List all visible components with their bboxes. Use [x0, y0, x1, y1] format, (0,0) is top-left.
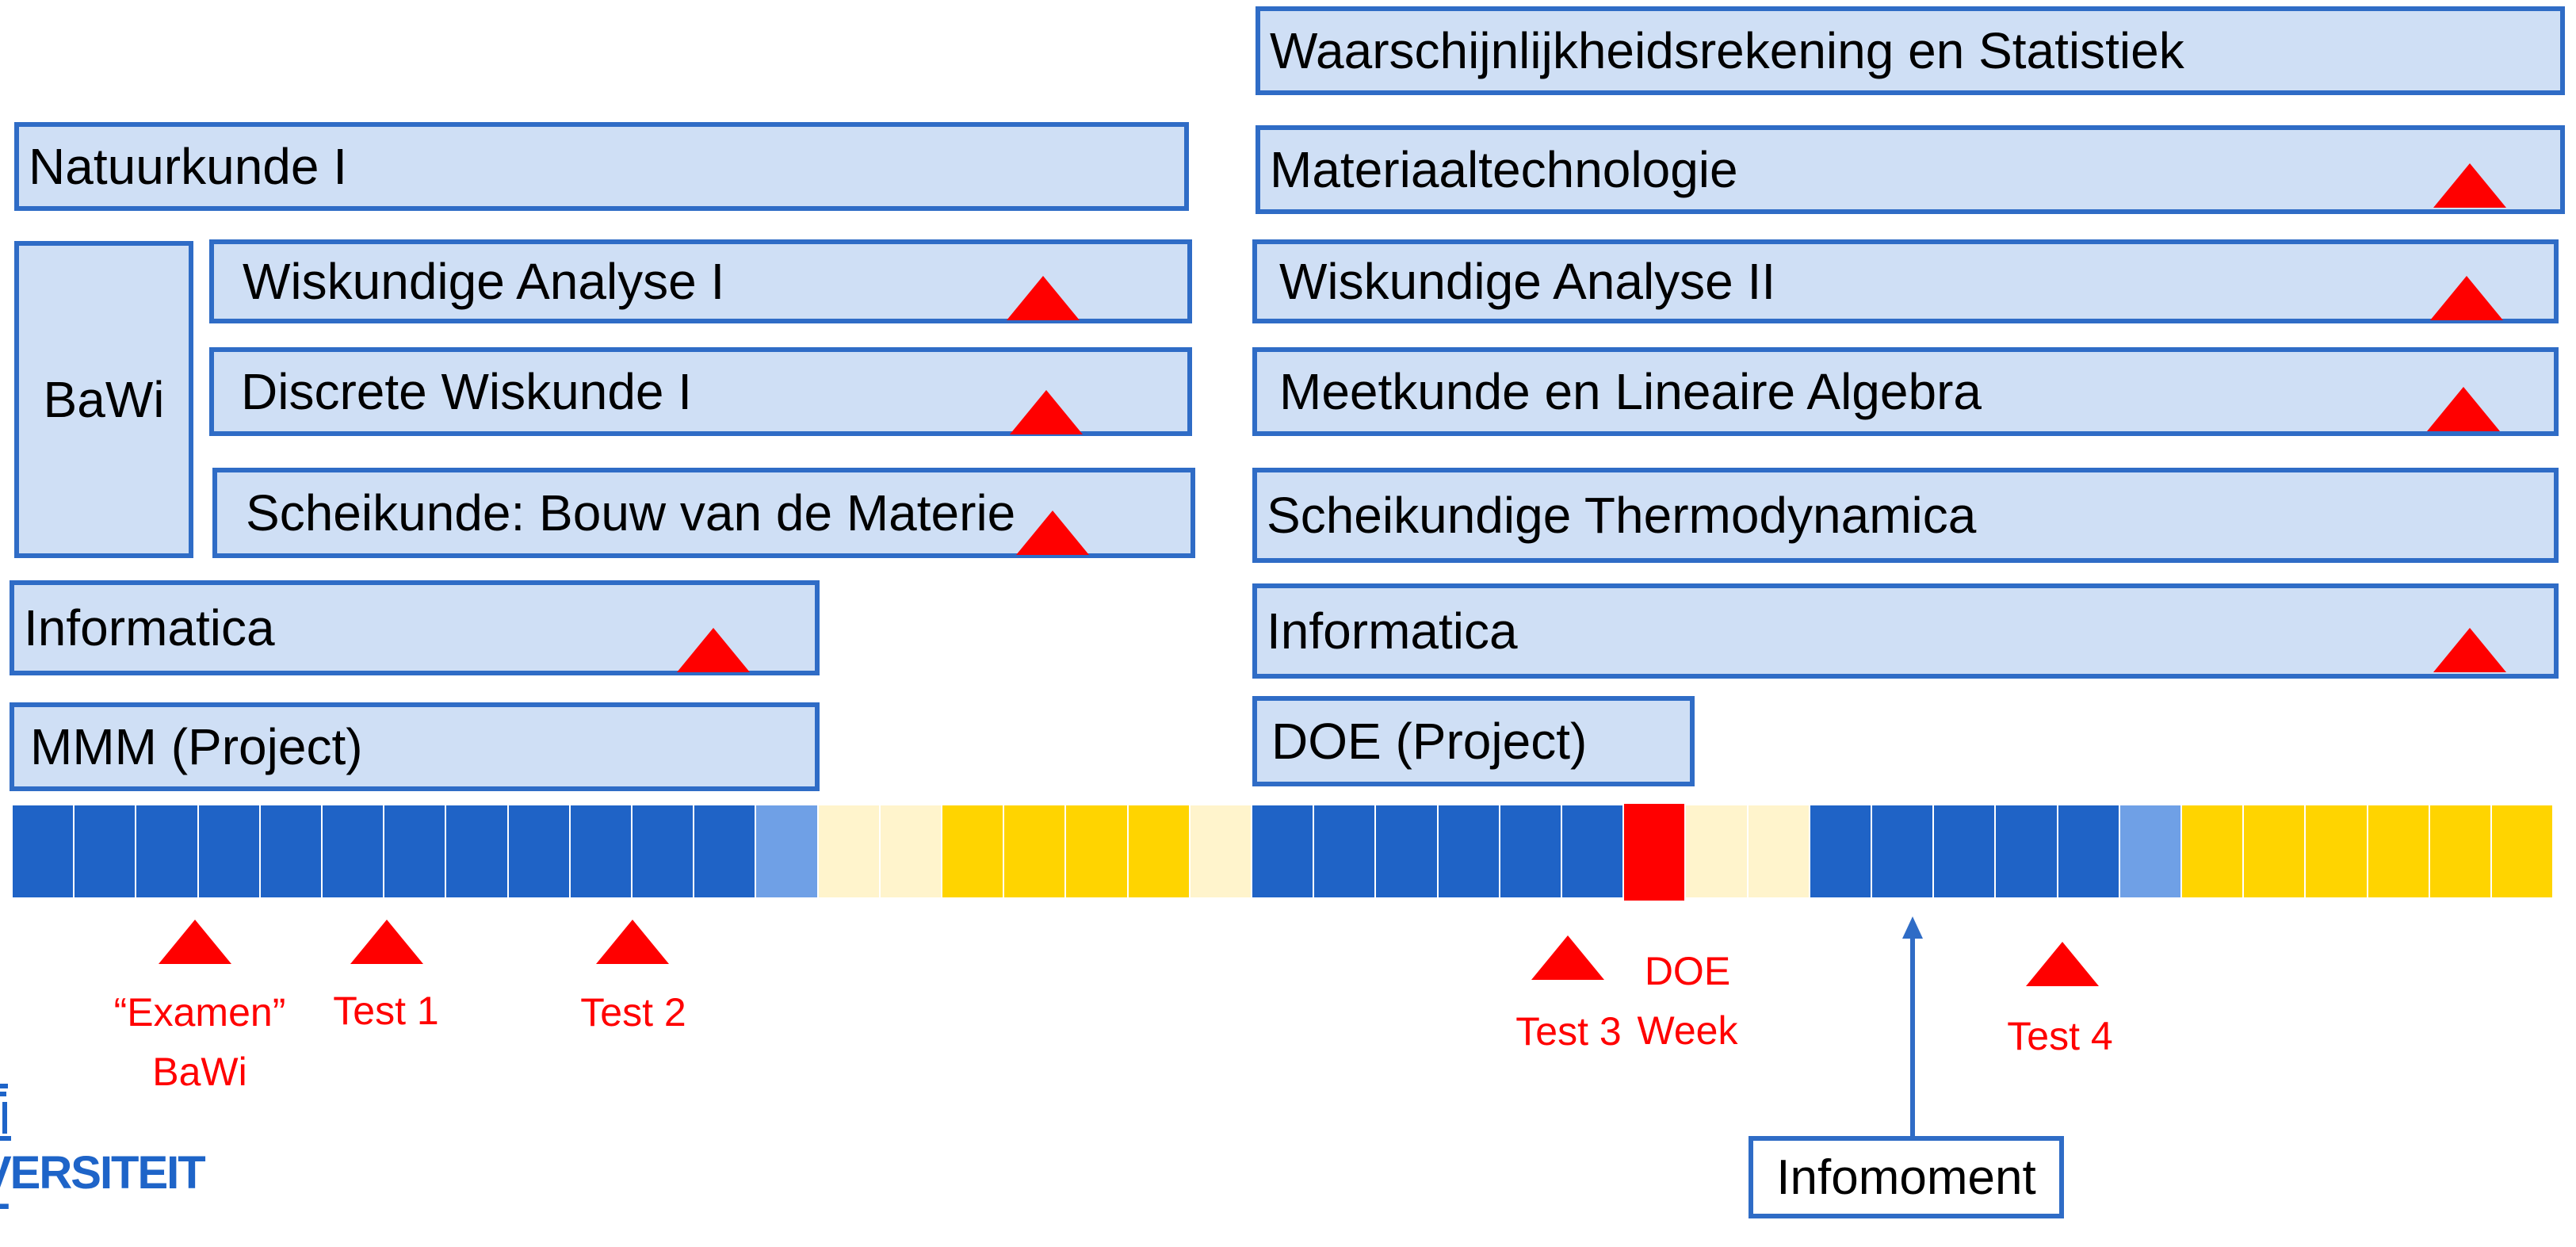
- timeline-week-lesweek: [198, 805, 261, 897]
- deadline-marker: [2433, 163, 2506, 208]
- milestone-label-test2: Test 2: [580, 990, 686, 1035]
- deadline-marker: [2427, 387, 2500, 431]
- timeline-week-lesweek: [260, 805, 323, 897]
- course-natuurkunde-1: Natuurkunde I: [14, 122, 1189, 211]
- timeline-week-lesweek: [694, 805, 757, 897]
- course-label: Wiskundige Analyse II: [1279, 253, 1776, 310]
- timeline-week-examen: [2492, 805, 2555, 897]
- timeline-week-lesweek: [13, 805, 75, 897]
- course-label: MMM (Project): [30, 718, 363, 775]
- timeline-week-examen: [2182, 805, 2245, 897]
- course-label: DOE (Project): [1271, 713, 1588, 770]
- deadline-marker: [677, 628, 750, 672]
- timeline-week-lesweek: [1996, 805, 2058, 897]
- infomoment-arrow: [1910, 935, 1915, 1136]
- timeline-week-lesweek: [2058, 805, 2120, 897]
- course-meetkunde: Meetkunde en Lineaire Algebra: [1252, 347, 2559, 436]
- milestone-label-test3: Test 3: [1515, 1009, 1622, 1054]
- timeline-week-lesweek: [1810, 805, 1872, 897]
- infomoment-label: Infomoment: [1776, 1149, 2036, 1205]
- timeline-week-examen: [1128, 805, 1191, 897]
- course-thermodynamica: Scheikundige Thermodynamica: [1252, 468, 2559, 563]
- course-label: Informatica: [1267, 602, 1518, 660]
- logo-text: T: [0, 1194, 9, 1247]
- milestone-label-test4: Test 4: [2007, 1014, 2113, 1058]
- timeline-week-examen: [2429, 805, 2492, 897]
- course-label: BaWi: [43, 371, 165, 428]
- course-label: Discrete Wiskunde I: [241, 363, 693, 420]
- course-label: Waarschijnlijkheidsrekening en Statistie…: [1270, 22, 2184, 79]
- deadline-marker: [1007, 276, 1080, 320]
- course-doe-project: DOE (Project): [1252, 696, 1695, 786]
- timeline-week-examen: [942, 805, 1005, 897]
- course-mmm-project: MMM (Project): [10, 702, 820, 791]
- timeline-week-examen: [2244, 805, 2307, 897]
- course-label: Scheikundige Thermodynamica: [1267, 487, 1977, 544]
- timeline-week-lesweek: [75, 805, 137, 897]
- milestone-marker-test3: [1531, 935, 1604, 980]
- timeline-week-examen: [1004, 805, 1067, 897]
- timeline-week-vakantie: [1686, 805, 1749, 897]
- timeline-week-lesweek: [446, 805, 509, 897]
- infomoment-box: Infomoment: [1749, 1136, 2064, 1218]
- milestone-label-test1: Test 1: [333, 989, 439, 1033]
- timeline-week-vakantie: [1748, 805, 1810, 897]
- deadline-marker: [1010, 390, 1083, 434]
- course-label: Natuurkunde I: [29, 138, 348, 195]
- course-scheikunde: Scheikunde: Bouw van de Materie: [212, 468, 1195, 558]
- timeline-week-lesweek: [1252, 805, 1315, 897]
- milestone-label-examen-bawi: “Examen” BaWi: [105, 983, 295, 1102]
- timeline-week-examen: [1066, 805, 1129, 897]
- milestone-label-line: BaWi: [152, 1050, 247, 1094]
- logo-text: VERSITEIT: [0, 1147, 206, 1199]
- timeline-week-lesweek: [1562, 805, 1625, 897]
- timeline-week-lesweek: [323, 805, 385, 897]
- deadline-marker: [1016, 511, 1089, 555]
- milestone-marker-test1: [350, 920, 423, 964]
- milestone-label-line: Week: [1637, 1008, 1738, 1053]
- course-label: Wiskundige Analyse I: [243, 253, 725, 310]
- course-discrete-wiskunde-1: Discrete Wiskunde I: [209, 347, 1192, 436]
- university-logo-icon: [0, 1084, 11, 1141]
- course-label: Informatica: [24, 599, 275, 656]
- course-label: Meetkunde en Lineaire Algebra: [1279, 363, 1982, 420]
- timeline-week-vakantie: [1190, 805, 1252, 897]
- timeline-week-lesweek: [1934, 805, 1997, 897]
- milestone-marker-test2: [596, 920, 669, 964]
- milestone-label-line: “Examen”: [113, 990, 286, 1035]
- course-label: Scheikunde: Bouw van de Materie: [246, 484, 1016, 541]
- timeline-week-vakantie: [880, 805, 942, 897]
- course-materiaaltechnologie: Materiaaltechnologie: [1256, 125, 2565, 214]
- milestone-label-line: DOE: [1644, 949, 1731, 993]
- infomoment-arrow-head: [1902, 916, 1923, 939]
- deadline-marker: [2430, 276, 2503, 320]
- timeline-week-doe-week: [1624, 804, 1687, 901]
- timeline-week-examen: [2368, 805, 2430, 897]
- milestone-marker-test4: [2026, 942, 2099, 986]
- timeline-week-lesweek: [1500, 805, 1562, 897]
- timeline-week-lesweek: [1872, 805, 1935, 897]
- deadline-marker: [2433, 628, 2506, 672]
- course-informatica-2: Informatica: [1252, 583, 2559, 679]
- course-bawi: BaWi: [14, 241, 193, 558]
- timeline-week-lesweek: [1314, 805, 1377, 897]
- timeline-week-lesweek: [633, 805, 695, 897]
- milestone-label-doe-week: DOE Week: [1628, 942, 1747, 1061]
- course-waarschijnlijkheid: Waarschijnlijkheidsrekening en Statistie…: [1256, 6, 2565, 95]
- course-label: Materiaaltechnologie: [1270, 141, 1738, 198]
- timeline-week-examen: [2306, 805, 2368, 897]
- timeline-week-lesweek: [570, 805, 633, 897]
- timeline-week-vakantie: [818, 805, 881, 897]
- course-informatica-1: Informatica: [10, 580, 820, 675]
- milestone-marker-examen-bawi: [159, 920, 231, 964]
- timeline-week-lesweek-light: [2119, 805, 2182, 897]
- timeline-week-lesweek: [136, 805, 199, 897]
- timeline-week-lesweek: [1438, 805, 1500, 897]
- course-wiskundige-analyse-1: Wiskundige Analyse I: [209, 239, 1192, 323]
- timeline-week-lesweek-light: [756, 805, 819, 897]
- timeline-week-lesweek: [1376, 805, 1439, 897]
- timeline-week-lesweek: [508, 805, 571, 897]
- timeline-week-lesweek: [384, 805, 447, 897]
- course-wiskundige-analyse-2: Wiskundige Analyse II: [1252, 239, 2559, 323]
